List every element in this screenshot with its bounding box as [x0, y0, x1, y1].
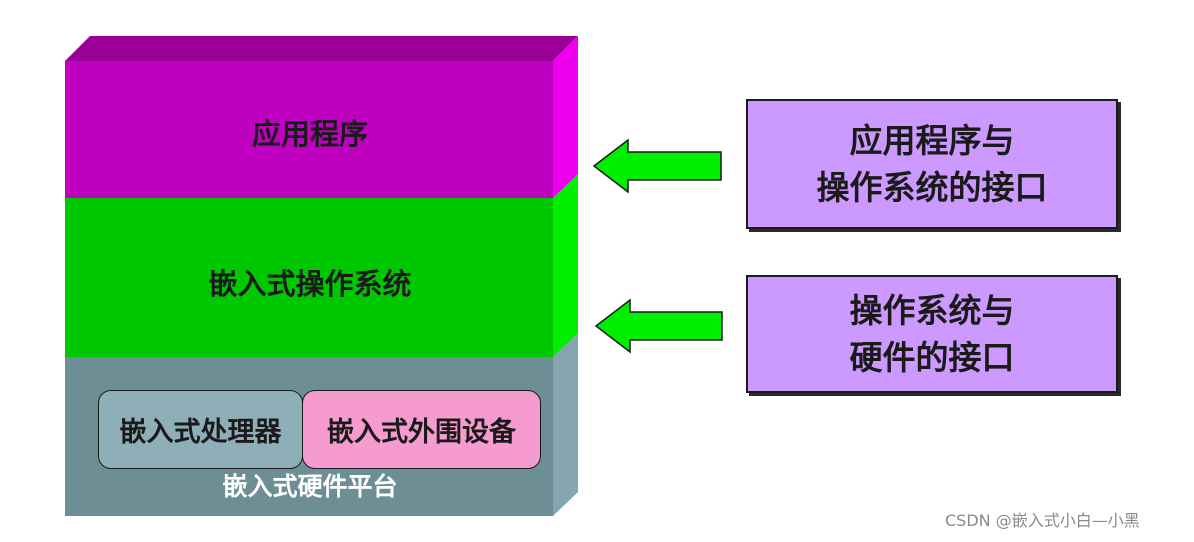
application-layer-front	[65, 61, 553, 198]
callout-line: 操作系统的接口	[816, 168, 1048, 207]
arrow-left-icon	[592, 138, 722, 194]
watermark: CSDN @嵌入式小白—小黑	[945, 511, 1140, 530]
hardware-layer-side	[553, 333, 578, 516]
app-os-interface-callout: 应用程序与 操作系统的接口	[746, 99, 1118, 229]
os-layer-side	[553, 174, 578, 357]
callout-line: 应用程序与	[849, 121, 1015, 160]
callout-line: 操作系统与	[849, 291, 1015, 330]
arrow-left-icon	[594, 298, 723, 354]
callout-line: 硬件的接口	[849, 338, 1015, 377]
application-layer-label: 应用程序	[251, 117, 368, 151]
os-hw-interface-callout: 操作系统与 硬件的接口	[746, 275, 1118, 393]
application-layer-top	[65, 36, 578, 61]
processor-component: 嵌入式处理器	[98, 390, 303, 469]
os-layer-front	[65, 198, 553, 357]
peripheral-component: 嵌入式外围设备	[302, 390, 541, 469]
hardware-layer-label: 嵌入式硬件平台	[222, 472, 398, 501]
application-layer-side	[553, 36, 578, 198]
os-layer-label: 嵌入式操作系统	[208, 267, 412, 301]
